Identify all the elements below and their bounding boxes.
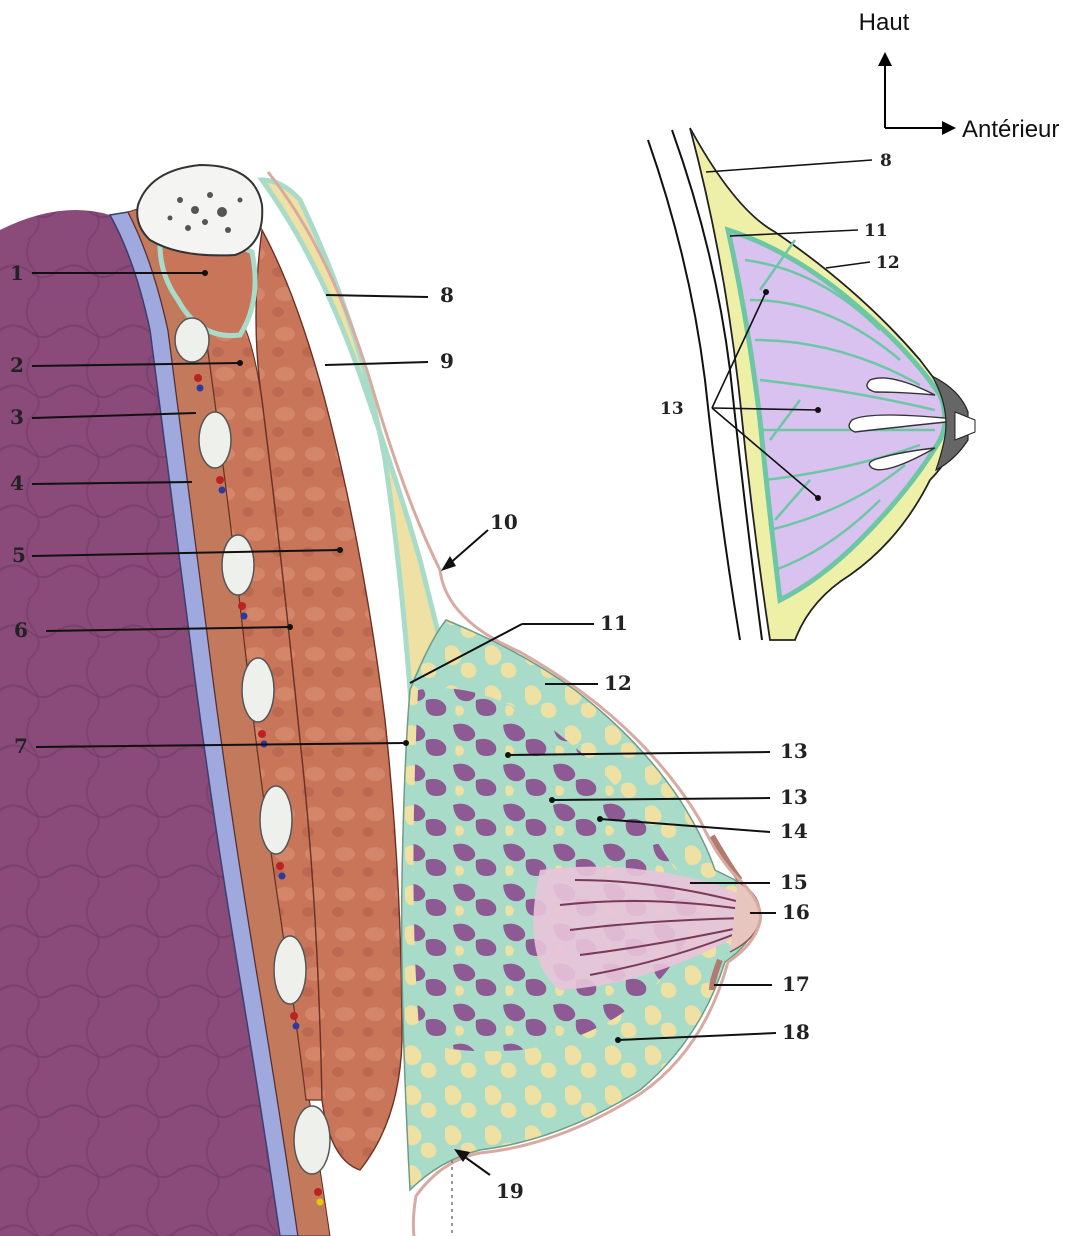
- label-6: 6: [14, 618, 28, 642]
- label-5: 5: [12, 543, 26, 567]
- label-12: 12: [604, 671, 632, 695]
- rib: [260, 786, 292, 854]
- label-3: 3: [10, 405, 24, 429]
- inset-label-8: 8: [880, 151, 892, 171]
- label-19: 19: [496, 1179, 524, 1203]
- rib: [199, 412, 231, 468]
- label-13a: 13: [780, 739, 808, 763]
- label-16: 16: [782, 900, 810, 924]
- anterior-label: Antérieur: [962, 116, 1059, 143]
- label-14: 14: [780, 819, 808, 843]
- inset-label-11: 11: [864, 221, 888, 241]
- label-2: 2: [10, 353, 24, 377]
- label-13b: 13: [780, 785, 808, 809]
- rib: [274, 936, 306, 1004]
- orientation-axes: Haut Antérieur: [859, 9, 1060, 143]
- inset-nipple-tip: [955, 412, 975, 440]
- label-1: 1: [10, 261, 24, 285]
- rib: [222, 535, 254, 595]
- label-10: 10: [490, 510, 518, 534]
- label-7: 7: [14, 734, 28, 758]
- inset-label-13: 13: [660, 399, 684, 419]
- rib: [175, 318, 209, 362]
- label-18: 18: [782, 1020, 810, 1044]
- up-label: Haut: [859, 9, 910, 36]
- inset-label-12: 12: [876, 253, 900, 273]
- clavicle: [137, 165, 262, 255]
- rib: [242, 658, 274, 722]
- label-4: 4: [10, 471, 24, 495]
- inset-schematic-view: 8 11 12 13: [648, 128, 975, 640]
- main-sagittal-view: 1 2 3 4 5 6 7 8 9 10 11 12 13 13 14 15 1…: [0, 165, 810, 1236]
- label-11: 11: [600, 611, 628, 635]
- label-9: 9: [440, 349, 454, 373]
- rib: [294, 1106, 330, 1174]
- label-17: 17: [782, 972, 810, 996]
- label-8: 8: [440, 283, 454, 307]
- label-15: 15: [780, 870, 808, 894]
